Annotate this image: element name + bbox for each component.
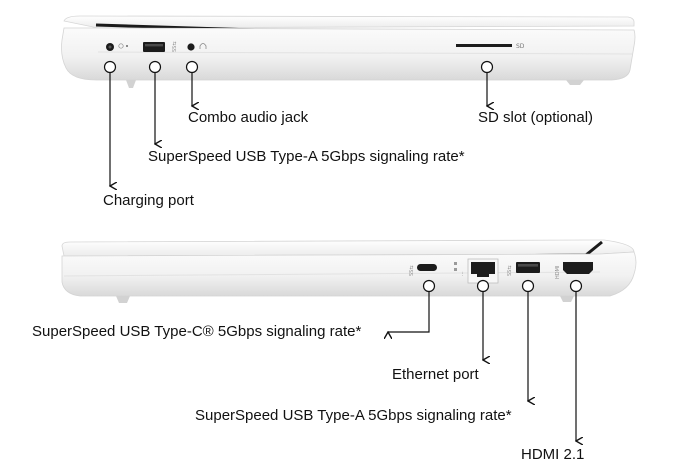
usb-c-label: SuperSpeed USB Type-C® 5Gbps signaling r… bbox=[32, 323, 362, 340]
usb-symbol-icon: SS⇆ bbox=[172, 41, 178, 52]
svg-text:SS⇆: SS⇆ bbox=[409, 265, 415, 276]
power-icon bbox=[118, 43, 128, 49]
ethernet-port bbox=[467, 258, 499, 284]
svg-text:HDMI: HDMI bbox=[555, 266, 561, 279]
callout-dot bbox=[148, 60, 162, 74]
callout-dot bbox=[103, 60, 117, 74]
callout-dot bbox=[185, 60, 199, 74]
hdmi-symbol-icon: HDMI bbox=[555, 266, 561, 279]
callout-lines-top bbox=[103, 60, 494, 187]
callout-dot bbox=[476, 279, 490, 293]
callout-dot bbox=[480, 60, 494, 74]
ethernet-symbol-icon: ⋯ bbox=[454, 262, 466, 276]
charging-port-label: Charging port bbox=[103, 192, 194, 209]
usb-symbol-icon: SS⇆ bbox=[507, 265, 513, 276]
sd-mark: SD bbox=[516, 43, 525, 50]
usb-a-label-top: SuperSpeed USB Type-A 5Gbps signaling ra… bbox=[148, 148, 465, 165]
sd-slot-label: SD slot (optional) bbox=[478, 109, 594, 126]
usb-a-port bbox=[516, 262, 540, 273]
svg-text:SS⇆: SS⇆ bbox=[507, 265, 513, 276]
sd-slot: SD bbox=[456, 43, 525, 50]
callout-dot bbox=[521, 279, 535, 293]
hdmi-port bbox=[563, 262, 593, 274]
callout-dot bbox=[569, 279, 583, 293]
usb-c-port bbox=[417, 264, 437, 271]
callout-lines-bottom bbox=[388, 279, 583, 442]
headphone-icon bbox=[199, 43, 207, 49]
svg-text:SS⇆: SS⇆ bbox=[172, 41, 178, 52]
audio-jack-label: Combo audio jack bbox=[188, 109, 309, 126]
laptop-foot bbox=[566, 80, 584, 85]
audio-jack bbox=[187, 43, 195, 51]
laptop-right-side: SS⇆ ⋯ SS⇆ HDMI bbox=[61, 239, 637, 303]
ethernet-label: Ethernet port bbox=[392, 366, 479, 383]
usb-symbol-icon: SS⇆ bbox=[409, 265, 415, 276]
laptop-lid bbox=[63, 15, 635, 29]
hdmi-label: HDMI 2.1 bbox=[521, 446, 585, 463]
usb-a-label-bottom: SuperSpeed USB Type-A 5Gbps signaling ra… bbox=[195, 407, 512, 424]
laptop-left-side: SS⇆ SD bbox=[61, 15, 636, 88]
callout-dot bbox=[422, 279, 436, 293]
laptop-foot bbox=[560, 296, 574, 302]
laptop-lid bbox=[61, 239, 635, 257]
laptop-foot bbox=[116, 296, 130, 303]
laptop-foot bbox=[126, 80, 136, 88]
usb-a-port bbox=[143, 42, 165, 52]
charging-port bbox=[106, 43, 114, 51]
svg-text:⋯: ⋯ bbox=[460, 271, 466, 276]
